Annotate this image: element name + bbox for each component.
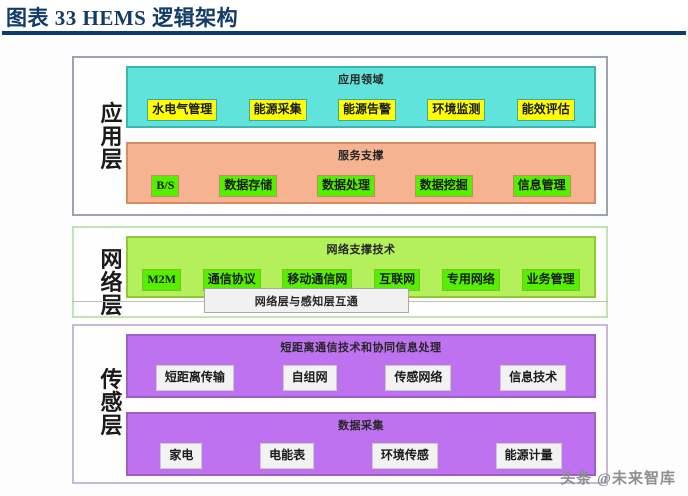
layer-sensing-label: 传 感 层 xyxy=(92,368,132,437)
watermark: 头条 @未来智库 xyxy=(560,471,676,487)
group-service-support: 服务支撑 B/S 数据存储 数据处理 数据挖掘 信息管理 xyxy=(126,142,596,204)
title-bar: 图表 33 HEMS 逻辑架构 xyxy=(0,0,688,36)
chip-item[interactable]: 家电 xyxy=(160,443,203,469)
chip-item[interactable]: 信息技术 xyxy=(500,365,567,391)
layer-network-label: 网 络 层 xyxy=(92,248,132,317)
chip-row: M2M 通信协议 移动通信网 互联网 专用网络 业务管理 xyxy=(134,269,588,291)
layer-label-char: 应 xyxy=(100,101,124,126)
interop-connector-box: 网络层与感知层互通 xyxy=(204,288,409,313)
chip-row: 家电 电能表 环境传感 能源计量 xyxy=(134,443,588,469)
layer-label-char: 感 xyxy=(100,390,124,416)
group-title: 应用领域 xyxy=(338,74,384,86)
chip-item[interactable]: 传感网络 xyxy=(385,365,452,391)
architecture-diagram: 应 用 层 应用领域 水电气管理 能源采集 能源告警 环境监测 能效评估 服务支… xyxy=(0,36,688,496)
chip-item[interactable]: 数据处理 xyxy=(316,175,375,197)
chip-item[interactable]: 环境传感 xyxy=(371,443,438,469)
chip-item[interactable]: M2M xyxy=(142,269,181,291)
chip-item[interactable]: 数据存储 xyxy=(219,175,278,197)
chip-item[interactable]: 短距离传输 xyxy=(155,365,234,391)
chip-item[interactable]: 能效评估 xyxy=(516,99,575,121)
chip-item[interactable]: 互联网 xyxy=(374,269,421,291)
group-short-range-communication: 短距离通信技术和协同信息处理 短距离传输 自组网 传感网络 信息技术 xyxy=(126,334,596,398)
layer-label-char: 层 xyxy=(100,413,124,439)
layer-application: 应 用 层 应用领域 水电气管理 能源采集 能源告警 环境监测 能效评估 服务支… xyxy=(72,56,608,216)
chip-item[interactable]: 电能表 xyxy=(260,443,315,469)
chip-item[interactable]: 水电气管理 xyxy=(147,99,218,121)
chip-item[interactable]: 业务管理 xyxy=(521,269,580,291)
group-title: 数据采集 xyxy=(338,420,384,432)
group-application-domain: 应用领域 水电气管理 能源采集 能源告警 环境监测 能效评估 xyxy=(126,66,596,128)
layer-label-char: 网 xyxy=(100,247,124,272)
page-title: 图表 33 HEMS 逻辑架构 xyxy=(6,6,239,30)
layer-application-label: 应 用 层 xyxy=(92,102,132,171)
chip-item[interactable]: 能源告警 xyxy=(337,99,396,121)
layer-label-char: 络 xyxy=(100,270,124,296)
group-title: 网络支撑技术 xyxy=(326,244,396,256)
group-title: 短距离通信技术和协同信息处理 xyxy=(280,342,442,354)
layer-sensing: 传 感 层 短距离通信技术和协同信息处理 短距离传输 自组网 传感网络 信息技术… xyxy=(72,324,608,484)
chip-row: B/S 数据存储 数据处理 数据挖掘 信息管理 xyxy=(134,175,588,197)
layer-label-char: 层 xyxy=(100,147,124,173)
layer-label-char: 层 xyxy=(100,293,124,319)
chip-item[interactable]: 自组网 xyxy=(282,365,337,391)
chip-item[interactable]: 通信协议 xyxy=(202,269,261,291)
layer-network: 网 络 层 网络支撑技术 M2M 通信协议 移动通信网 互联网 专用网络 业务管… xyxy=(72,226,608,318)
chip-item[interactable]: 数据挖掘 xyxy=(414,175,473,197)
chip-item[interactable]: 环境监测 xyxy=(427,99,486,121)
group-data-collection: 数据采集 家电 电能表 环境传感 能源计量 xyxy=(126,412,596,476)
chip-item[interactable]: B/S xyxy=(151,175,180,197)
chip-row: 短距离传输 自组网 传感网络 信息技术 xyxy=(134,365,588,391)
layer-label-char: 用 xyxy=(100,124,124,150)
title-divider xyxy=(2,31,686,35)
chip-item[interactable]: 能源采集 xyxy=(248,99,307,121)
chip-item[interactable]: 信息管理 xyxy=(512,175,571,197)
chip-item[interactable]: 能源计量 xyxy=(495,443,562,469)
chip-item[interactable]: 专用网络 xyxy=(441,269,500,291)
layer-label-char: 传 xyxy=(100,367,124,392)
group-title: 服务支撑 xyxy=(338,150,384,162)
chip-row: 水电气管理 能源采集 能源告警 环境监测 能效评估 xyxy=(134,99,588,121)
